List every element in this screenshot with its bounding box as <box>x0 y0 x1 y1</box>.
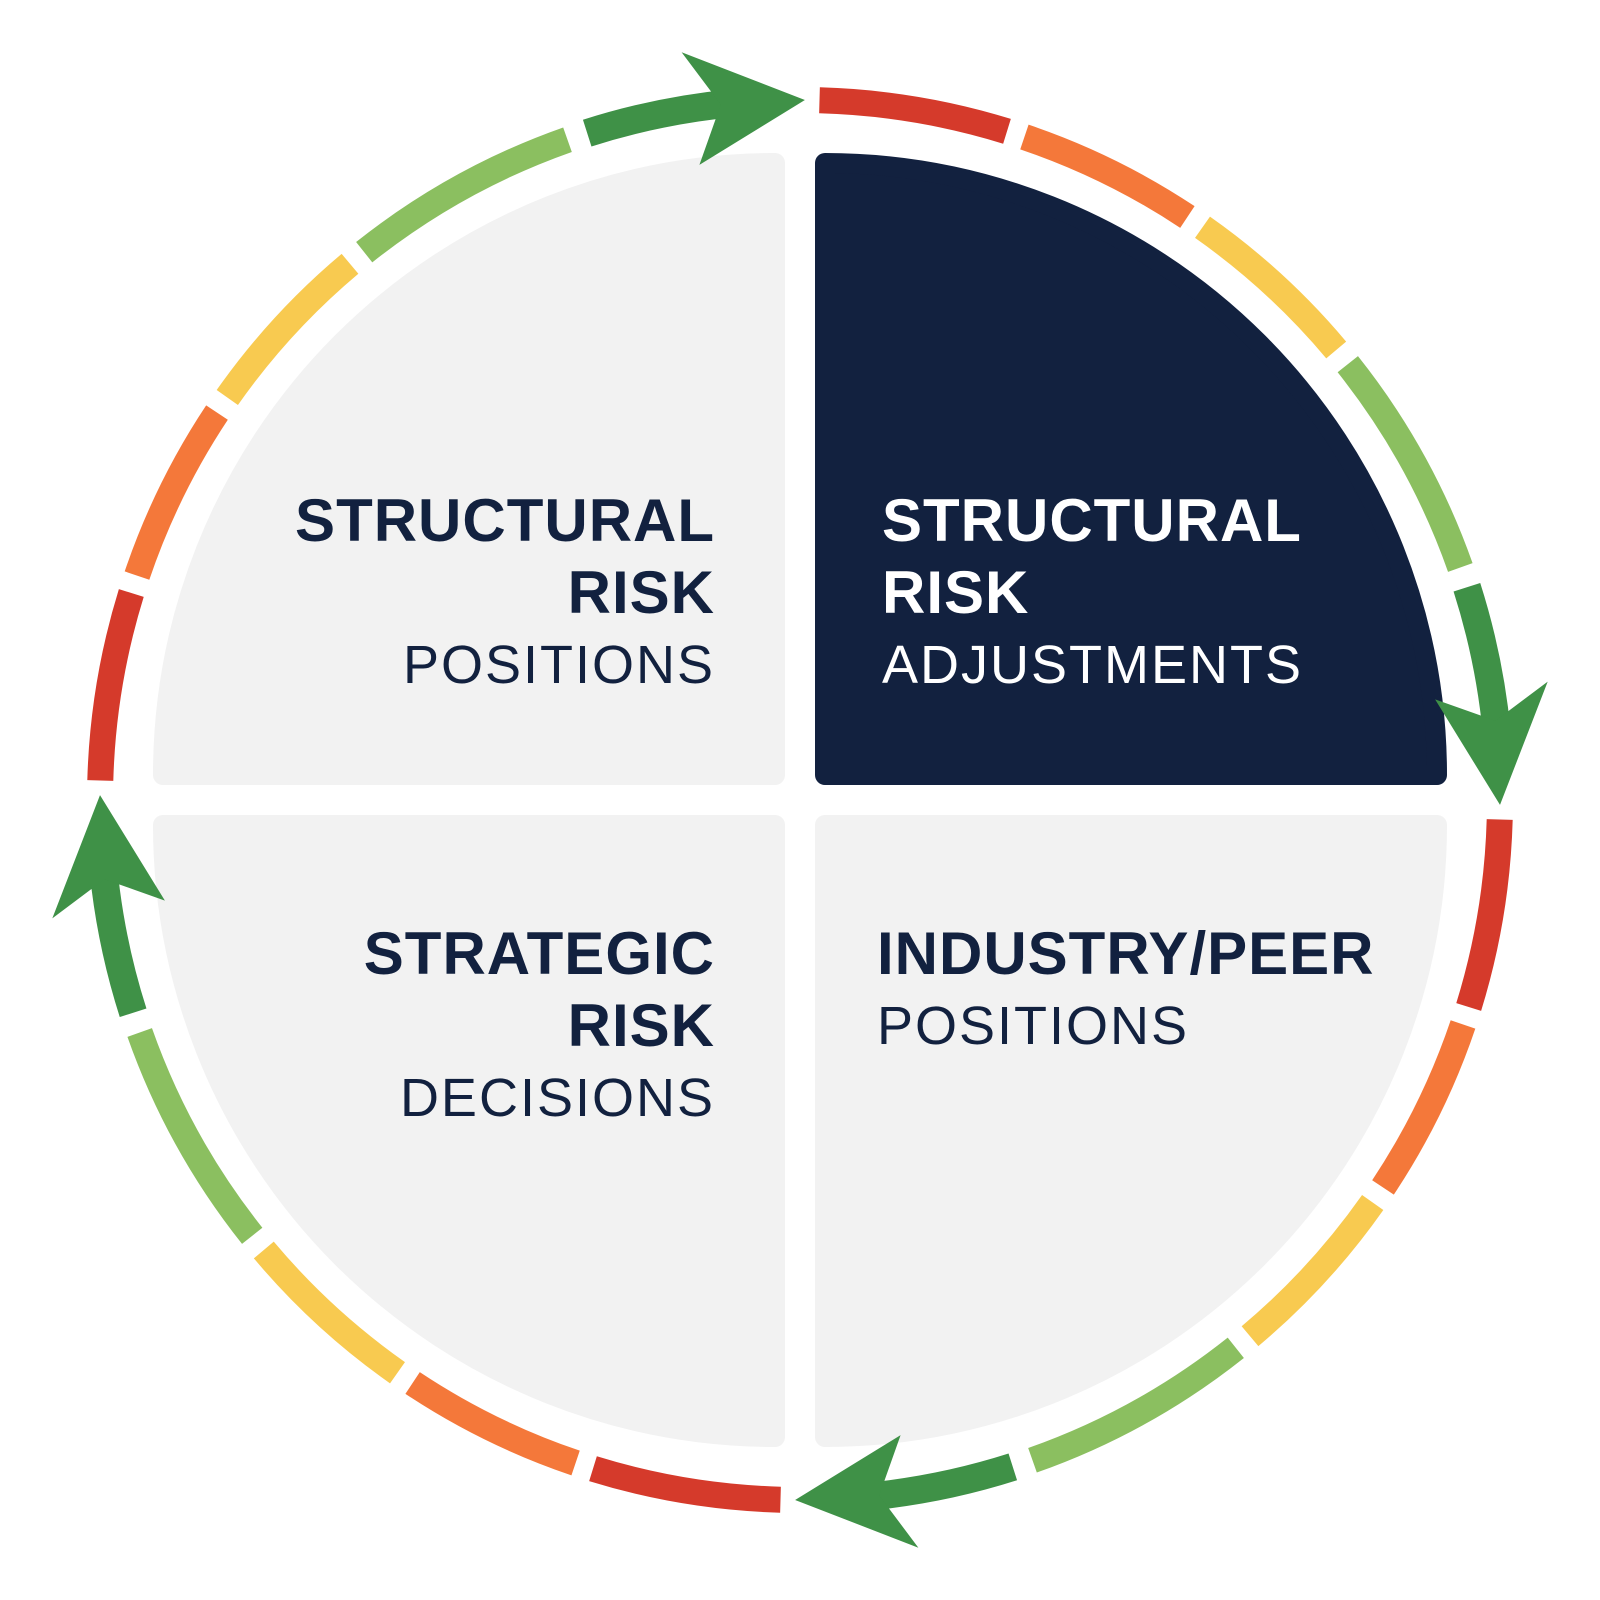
quadrant-sector-bottom-right <box>815 815 1447 1447</box>
ring-segment-yellow <box>1195 216 1347 359</box>
quadrant-label-structural-risk-adjustments: STRUCTURAL RISK ADJUSTMENTS <box>882 485 1303 701</box>
flow-arrow-head-icon <box>1435 681 1548 805</box>
title-line-1: INDUSTRY/PEER <box>877 920 1375 987</box>
ring-segment-red <box>819 87 1011 144</box>
title-line-1: STRUCTURAL <box>295 487 715 554</box>
ring-segment-orange <box>1020 124 1195 228</box>
quadrant-sectors <box>153 153 1447 1447</box>
quadrant-label-structural-risk-positions: STRUCTURAL RISK POSITIONS <box>295 485 715 701</box>
quadrant-sector-top-left <box>153 153 785 785</box>
title-line-1: STRATEGIC <box>363 920 715 987</box>
subtitle-line: POSITIONS <box>877 996 1190 1056</box>
subtitle-line: ADJUSTMENTS <box>882 635 1304 695</box>
title-line-2: RISK <box>882 559 1030 626</box>
flow-arrow-shaft <box>1453 582 1511 735</box>
quadrant-label-strategic-risk-decisions: STRATEGIC RISK DECISIONS <box>364 918 715 1134</box>
title-line-2: RISK <box>567 992 715 1059</box>
title-line-2: RISK <box>567 559 715 626</box>
subtitle-line: POSITIONS <box>402 635 715 695</box>
ring-segment-light-green <box>1337 356 1473 572</box>
ring-quarter-arc-group <box>819 87 1548 805</box>
quadrant-sector-top-right <box>815 153 1447 785</box>
quadrant-sector-bottom-left <box>153 815 785 1447</box>
quadrant-label-industry-peer-positions: INDUSTRY/PEER POSITIONS <box>877 918 1375 1062</box>
subtitle-line: DECISIONS <box>399 1068 715 1128</box>
title-line-1: STRUCTURAL <box>882 487 1302 554</box>
